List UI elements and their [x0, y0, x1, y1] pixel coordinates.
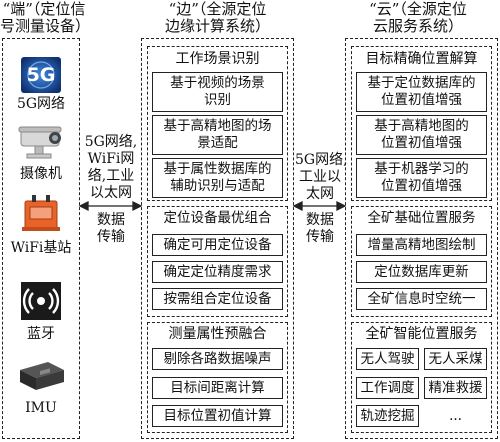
cloud-smart-item-mining: 无人采煤: [424, 348, 487, 370]
left-link-text-4: 以太网: [90, 185, 132, 201]
cloud-solve-item-map-line2: 位置初值增强: [381, 135, 462, 151]
cloud-base-item-1: 增量高精地图绘制: [356, 234, 487, 256]
camera-icon: [15, 122, 67, 162]
bluetooth-icon: [21, 282, 61, 320]
edge-fusion-item-3: 目标位置初值计算: [152, 405, 283, 427]
device-header-line-1: “端”（定位信: [2, 0, 86, 18]
cloud-base-item-3: 全矿信息时空统一: [356, 288, 487, 310]
wifi-station-icon-graphic: [22, 195, 60, 231]
imu-icon: [14, 356, 68, 394]
camera-icon-graphic: [18, 126, 62, 159]
edge-layer-frame: [141, 38, 294, 439]
device-label-5g: 5G网络: [16, 96, 66, 112]
edge-combine-item-1: 确定可用定位设备: [152, 234, 283, 256]
edge-scene-item-map: 基于高精地图的场景适配: [152, 115, 283, 155]
cloud-smart-item-more: ...: [449, 407, 462, 424]
wifi-station-icon: [17, 193, 65, 235]
bluetooth-icon-graphic: [21, 282, 61, 320]
edge-combine-group: [147, 206, 288, 317]
cloud-smart-item-dispatch: 工作调度: [356, 377, 419, 399]
right-link-text-3: 太网: [306, 186, 334, 202]
edge-scene-item-attr-line1: 基于属性数据库的: [163, 161, 272, 177]
5g-badge-text: 5G: [26, 64, 56, 86]
cloud-solve-item-db-line2: 位置初值增强: [381, 92, 462, 108]
cloud-smart-item-rescue: 精准救援: [424, 377, 487, 399]
left-link-transfer: 数据 传输: [82, 212, 140, 246]
edge-fusion-item-2: 目标间距离计算: [152, 377, 283, 399]
5g-icon-graphic: [21, 57, 61, 93]
device-header-line-2: 号测量设备）: [0, 17, 91, 35]
right-link-text-1: 5G网络,: [295, 152, 348, 168]
device-layer-header: “端”（定位信 号测量设备）: [0, 0, 91, 35]
imu-icon-graphic: [20, 362, 64, 390]
right-link-arrowhead-left: [292, 200, 303, 212]
left-link-text-1: 5G网络,: [84, 134, 138, 150]
cloud-smart-group: [351, 322, 492, 433]
right-link-arrowhead-right: [336, 200, 347, 212]
left-link-label: 5G网络, WiFi网 络,工业 以太网: [82, 134, 140, 202]
edge-header-line-2: 边缘计算系统）: [164, 17, 270, 35]
5g-network-icon: 5G: [20, 56, 62, 94]
left-link-text-5: 数据: [97, 212, 125, 228]
left-link-text-3: 络,工业: [87, 168, 135, 184]
device-label-wifi: WiFi基站: [10, 240, 72, 256]
edge-fusion-item-1: 剔除各路数据噪声: [152, 348, 283, 370]
right-link-text-5: 传输: [306, 229, 334, 245]
cloud-solve-item-db: 基于定位数据库的位置初值增强: [356, 72, 487, 112]
cloud-solve-title: 目标精确位置解算: [365, 51, 478, 67]
edge-layer-header: “边”（全源定位 边缘计算系统）: [140, 1, 295, 35]
cloud-base-title: 全矿基础位置服务: [367, 209, 476, 226]
cloud-header-line-1: “云”（全源定位: [369, 0, 467, 18]
cloud-solve-item-ml-line1: 基于机器学习的: [374, 161, 469, 177]
edge-fusion-group: [147, 322, 288, 433]
right-link-label: 5G网络, 工业以 太网: [295, 152, 348, 203]
device-layer-frame: [2, 38, 80, 439]
right-link-text-4: 数据: [306, 212, 334, 228]
left-link-text-6: 传输: [97, 229, 125, 245]
cloud-solve-item-db-line1: 基于定位数据库的: [367, 75, 476, 91]
left-link-arrowhead-right: [132, 200, 143, 212]
edge-scene-title: 工作场景识别: [175, 51, 260, 67]
edge-scene-item-video-line2: 识别: [204, 92, 231, 108]
cloud-header-line-2: 云服务系统）: [372, 17, 463, 35]
device-label-imu: IMU: [25, 400, 57, 416]
cloud-solve-group: [351, 46, 492, 201]
cloud-solve-item-map: 基于高精地图的位置初值增强: [356, 115, 487, 155]
edge-scene-item-video-line1: 基于视频的场景: [170, 75, 265, 91]
cloud-smart-item-driving: 无人驾驶: [356, 348, 419, 370]
edge-combine-item-2: 确定定位精度需求: [152, 261, 283, 283]
edge-scene-item-map-line2: 景适配: [197, 135, 238, 151]
cloud-smart-title: 全矿智能位置服务: [365, 326, 478, 342]
cloud-base-item-2: 定位数据库更新: [356, 261, 487, 283]
cloud-smart-item-trajectory: 轨迹挖掘: [356, 405, 419, 427]
edge-combine-title: 定位设备最优组合: [163, 209, 272, 226]
device-label-bluetooth: 蓝牙: [27, 326, 55, 342]
cloud-base-group: [351, 206, 492, 317]
edge-scene-item-video: 基于视频的场景识别: [152, 72, 283, 112]
edge-combine-item-3: 按需组合定位设备: [152, 288, 283, 310]
device-label-camera: 摄像机: [20, 166, 62, 182]
right-link-text-2: 工业以: [299, 169, 341, 185]
cloud-solve-item-ml: 基于机器学习的位置初值增强: [356, 158, 487, 198]
cloud-layer-header: “云”（全源定位 云服务系统）: [336, 1, 500, 35]
cloud-solve-item-ml-line2: 位置初值增强: [381, 178, 462, 194]
edge-scene-item-map-line1: 基于高精地图的场: [163, 118, 272, 134]
left-link-text-2: WiFi网: [87, 151, 135, 167]
edge-scene-item-attr: 基于属性数据库的辅助识别与适配: [152, 158, 283, 198]
cloud-layer-frame: [345, 38, 498, 439]
cloud-solve-item-map-line1: 基于高精地图的: [374, 118, 469, 134]
edge-header-line-1: “边”（全源定位: [168, 0, 267, 18]
edge-fusion-title: 测量属性预融合: [168, 326, 267, 342]
edge-scene-item-attr-line2: 辅助识别与适配: [170, 178, 265, 194]
left-link-arrowhead-left: [78, 200, 89, 212]
right-link-transfer: 数据 传输: [295, 212, 345, 246]
edge-scene-group: [147, 46, 288, 201]
